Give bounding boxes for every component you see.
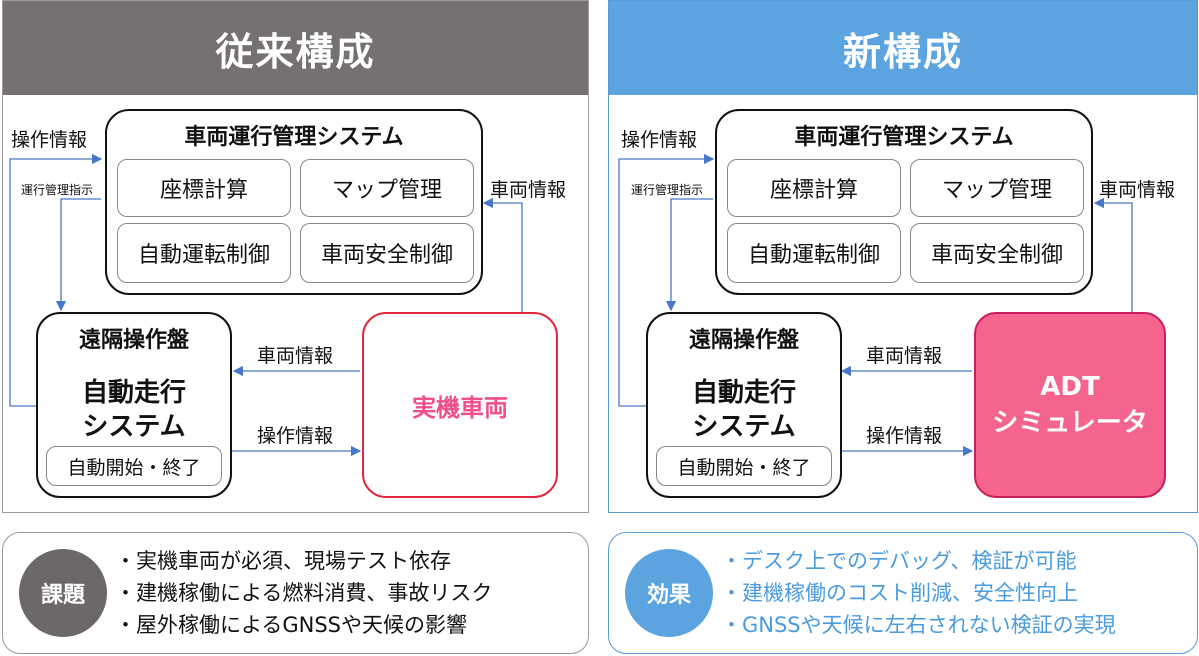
- legacy-veh-info-right-arrow: [482, 197, 523, 312]
- issues-badge: 課題: [19, 549, 107, 637]
- legacy-remote-panel: 遠隔操作盤 自動走行 システム 自動開始・終了: [36, 312, 232, 498]
- new-label-op-info: 操作情報: [621, 129, 698, 151]
- legacy-remote-title: 遠隔操作盤: [78, 328, 189, 353]
- issue-item: ・建機稼働による燃料消費、事故リスク: [115, 581, 493, 605]
- issues-box: 課題 ・実機車両が必須、現場テスト依存 ・建機稼働による燃料消費、事故リスク ・…: [2, 532, 589, 654]
- new-sim-line1: ADT: [1040, 372, 1100, 402]
- issue-item: ・実機車両が必須、現場テスト依存: [115, 549, 451, 573]
- effect-item: ・GNSSや天候に左右されない検証の実現: [721, 613, 1116, 637]
- issue-item: ・屋外稼働によるGNSSや天候の影響: [115, 613, 468, 637]
- issues-list: ・実機車両が必須、現場テスト依存 ・建機稼働による燃料消費、事故リスク ・屋外稼…: [115, 545, 492, 641]
- legacy-cell-coordinate-calc: 座標計算: [117, 159, 291, 217]
- new-op-instr-arrow: [665, 198, 713, 312]
- legacy-label-op-info-mid: 操作情報: [257, 425, 334, 447]
- legacy-op-instr-arrow: [55, 198, 101, 312]
- effect-item: ・建機稼働のコスト削減、安全性向上: [721, 581, 1078, 605]
- new-cell-map-management: マップ管理: [910, 159, 1084, 217]
- new-cell-vehicle-safety-control: 車両安全制御: [910, 223, 1084, 283]
- legacy-remote-sub2: システム: [82, 412, 186, 442]
- new-sim-line2: シミュレータ: [992, 408, 1148, 438]
- effects-badge: 効果: [625, 549, 713, 637]
- legacy-real-vehicle: 実機車両: [362, 312, 558, 498]
- new-op-info-arrow: [618, 153, 715, 407]
- new-label-op-instr: 運行管理指示: [631, 183, 704, 197]
- legacy-remote-sub1: 自動走行: [81, 378, 186, 408]
- new-fleet-management-system: 車両運行管理システム 座標計算 マップ管理 自動運転制御 車両安全制御: [715, 109, 1093, 295]
- new-label-op-info-mid: 操作情報: [866, 425, 943, 447]
- legacy-cell-vehicle-safety-control: 車両安全制御: [300, 223, 474, 283]
- legacy-panel: 従来構成 操作情報 運行管理指示 車両情報 車両情報 操作情報 車両運行管理シス…: [2, 0, 589, 513]
- legacy-op-info-arrow: [9, 153, 103, 407]
- new-adt-simulator: ADT シミュレータ: [974, 312, 1166, 498]
- new-label-veh-info-mid: 車両情報: [866, 345, 943, 367]
- legacy-system-title: 車両運行管理システム: [184, 125, 404, 150]
- new-remote-sub2: システム: [692, 412, 796, 442]
- new-cell-auto-driving-control: 自動運転制御: [727, 223, 901, 283]
- effect-item: ・デスク上でのデバッグ、検証が可能: [721, 549, 1077, 573]
- legacy-label-op-instr: 運行管理指示: [21, 183, 94, 197]
- legacy-cell-auto-driving-control: 自動運転制御: [117, 223, 291, 283]
- new-label-veh-info-right: 車両情報: [1099, 179, 1176, 201]
- new-remote-panel: 遠隔操作盤 自動走行 システム 自動開始・終了: [646, 312, 842, 498]
- legacy-label-op-info: 操作情報: [11, 129, 88, 151]
- new-header: 新構成: [609, 1, 1197, 95]
- legacy-auto-start-stop-button: 自動開始・終了: [46, 446, 222, 486]
- legacy-arrows: [9, 153, 523, 457]
- new-veh-info-right-arrow: [1093, 197, 1133, 312]
- new-remote-sub1: 自動走行: [691, 378, 796, 408]
- effects-box: 効果 ・デスク上でのデバッグ、検証が可能 ・建機稼働のコスト削減、安全性向上 ・…: [608, 532, 1198, 654]
- new-system-title: 車両運行管理システム: [794, 125, 1014, 150]
- new-auto-start-stop-button: 自動開始・終了: [656, 446, 832, 486]
- new-arrows: [618, 153, 1133, 457]
- legacy-fleet-management-system: 車両運行管理システム 座標計算 マップ管理 自動運転制御 車両安全制御: [105, 109, 483, 295]
- legacy-header: 従来構成: [3, 1, 588, 95]
- new-remote-title: 遠隔操作盤: [688, 328, 799, 353]
- legacy-label-veh-info-right: 車両情報: [490, 179, 567, 201]
- effects-list: ・デスク上でのデバッグ、検証が可能 ・建機稼働のコスト削減、安全性向上 ・GNS…: [721, 545, 1116, 641]
- new-panel: 新構成 操作情報 運行管理指示 車両情報 車両情報 操作情報 車両運行管理システ…: [608, 0, 1198, 513]
- legacy-label-veh-info-mid: 車両情報: [257, 345, 334, 367]
- legacy-cell-map-management: マップ管理: [300, 159, 474, 217]
- new-cell-coordinate-calc: 座標計算: [727, 159, 901, 217]
